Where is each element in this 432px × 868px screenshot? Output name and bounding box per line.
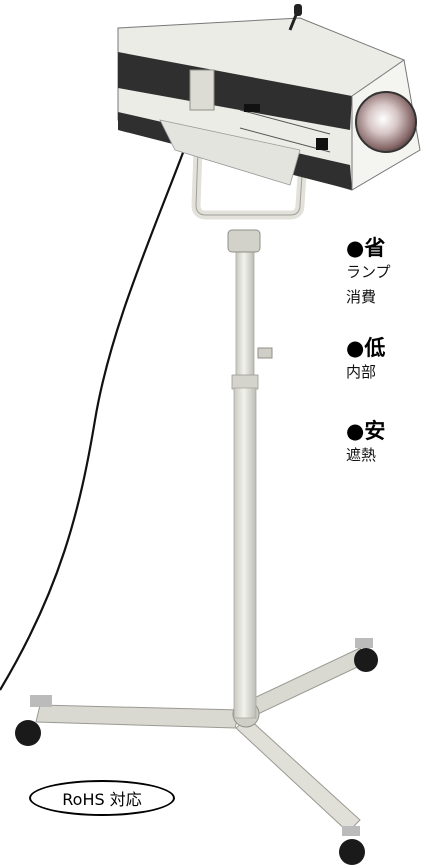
stand-pole bbox=[227, 229, 273, 719]
tripod-base bbox=[15, 638, 378, 865]
spotlight-head bbox=[117, 4, 421, 191]
rohs-badge: RoHS 対応 bbox=[29, 780, 175, 816]
feature-text: 消費 bbox=[346, 288, 377, 306]
feature-heading: ●省 bbox=[346, 236, 386, 260]
feature-block: ●省 ランプ 消費 bbox=[346, 236, 391, 310]
feature-heading: ●低 bbox=[346, 336, 386, 360]
feature-text: 内部 bbox=[346, 363, 377, 381]
feature-text: 遮熱 bbox=[346, 446, 377, 464]
feature-text: ランプ bbox=[346, 263, 391, 281]
feature-block: ●低 内部 bbox=[346, 336, 385, 385]
feature-block: ●安 遮熱 bbox=[346, 419, 385, 468]
feature-heading: ●安 bbox=[346, 419, 386, 443]
power-cable bbox=[0, 149, 186, 691]
